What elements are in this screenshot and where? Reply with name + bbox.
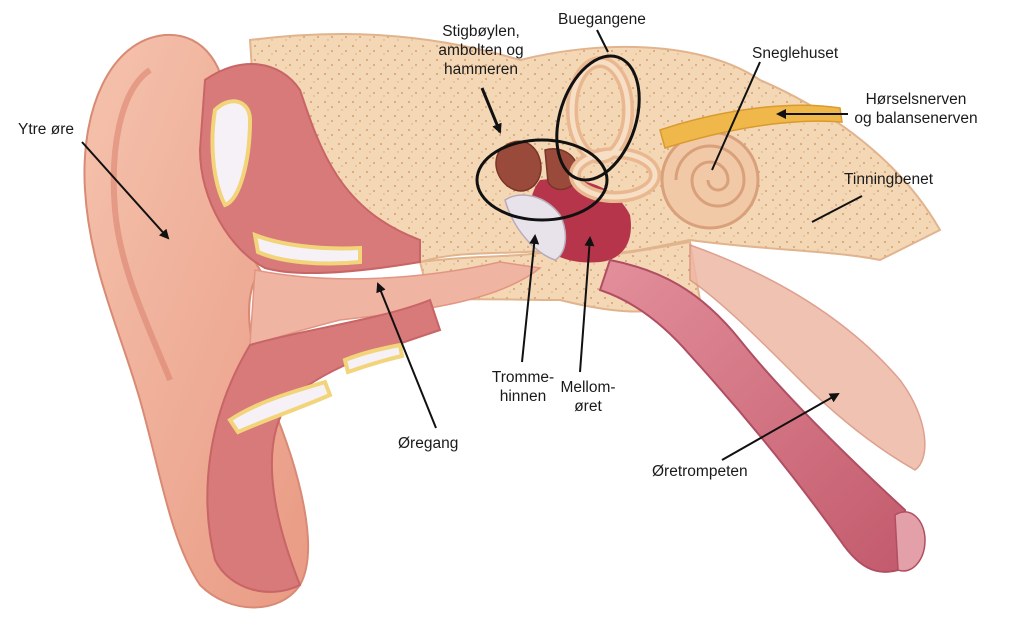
tube-end — [895, 512, 925, 571]
label-mellomoret-line2: øret — [548, 397, 628, 416]
label-horselsnerven: Hørselsnerven og balansenerven — [846, 90, 986, 128]
label-sneglehuset: Sneglehuset — [752, 44, 838, 63]
label-mellomoret-line1: Mellom- — [548, 378, 628, 397]
label-stigboylen-line1: Stigbøylen, — [426, 22, 536, 41]
label-stigboylen: Stigbøylen, ambolten og hammeren — [426, 22, 536, 79]
label-mellomoret: Mellom- øret — [548, 378, 628, 416]
cochlea — [662, 132, 758, 228]
label-ytre-ore: Ytre øre — [18, 120, 74, 139]
label-oretrompeten: Øretrompeten — [652, 462, 748, 481]
label-stigboylen-line3: hammeren — [426, 60, 536, 79]
label-horselsnerven-line1: Hørselsnerven — [846, 90, 986, 109]
label-horselsnerven-line2: og balansenerven — [846, 109, 986, 128]
label-stigboylen-line2: ambolten og — [426, 41, 536, 60]
label-buegangene: Buegangene — [558, 10, 646, 29]
label-oregang: Øregang — [398, 434, 458, 453]
label-tinningbenet: Tinningbenet — [844, 170, 933, 189]
